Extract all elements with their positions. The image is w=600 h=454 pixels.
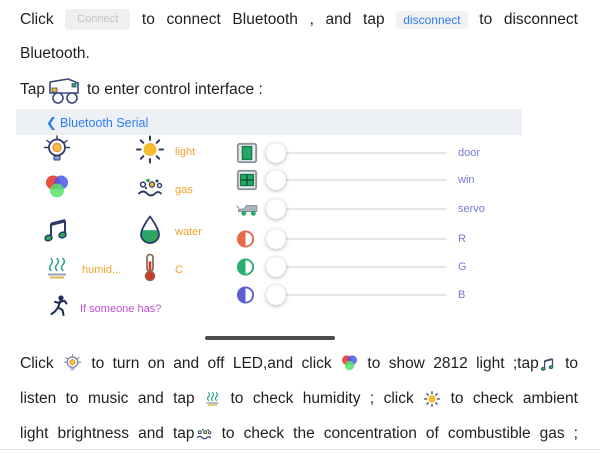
- outro-text: to: [565, 355, 579, 372]
- intro-text: to enter control interface :: [87, 81, 263, 99]
- intro-text: Click: [20, 11, 54, 28]
- servo-slider-row: servo: [236, 196, 522, 222]
- home-indicator[interactable]: [205, 336, 335, 340]
- outro-text: light brightness and tap: [20, 425, 195, 442]
- door-slider-label: door: [458, 147, 481, 159]
- app-header-bar: ❮ Bluetooth Serial: [16, 109, 522, 135]
- running-person-icon[interactable]: [47, 294, 73, 325]
- page-divider: [0, 449, 600, 450]
- outro-text: to show 2812 light ;tap: [367, 355, 539, 372]
- door-slider-knob[interactable]: [266, 143, 286, 163]
- app-screenshot: ❮ Bluetooth Serial: [16, 109, 522, 347]
- red-slider-label: R: [458, 233, 466, 245]
- servo-car-icon[interactable]: [236, 200, 262, 218]
- intro-text: to disconnect: [479, 11, 578, 28]
- door-icon[interactable]: [236, 142, 258, 164]
- celsius-label: C: [175, 264, 183, 276]
- window-icon[interactable]: [236, 169, 258, 191]
- intro-line-3: Tap to enter control interface :: [20, 74, 578, 106]
- green-slider-label: G: [458, 261, 467, 273]
- gas-label: gas: [175, 184, 193, 196]
- win-slider-row: win: [236, 167, 522, 193]
- green-slider-row: G: [236, 254, 522, 280]
- outro-text: Click: [20, 355, 54, 372]
- back-chevron-icon[interactable]: ❮: [46, 115, 57, 130]
- red-slider-track[interactable]: [276, 238, 447, 240]
- outro-text: to check the concentration of combustibl…: [221, 425, 578, 442]
- win-slider-label: win: [458, 174, 475, 186]
- red-channel-icon[interactable]: [236, 230, 255, 249]
- led-bulb-icon[interactable]: [41, 134, 73, 171]
- red-slider-knob[interactable]: [266, 229, 286, 249]
- connect-button[interactable]: Connect: [65, 9, 131, 31]
- servo-slider-track[interactable]: [276, 208, 447, 210]
- servo-slider-label: servo: [458, 203, 485, 215]
- servo-slider-knob[interactable]: [266, 199, 286, 219]
- light-label: light: [175, 146, 196, 158]
- sun-icon[interactable]: [134, 134, 166, 171]
- rgb-color-icon[interactable]: [43, 174, 71, 207]
- thermometer-icon[interactable]: [138, 253, 162, 288]
- gas-icon[interactable]: [135, 173, 165, 208]
- blue-channel-icon[interactable]: [236, 286, 255, 305]
- gas-icon: [196, 428, 211, 440]
- green-slider-knob[interactable]: [266, 257, 286, 277]
- water-drop-icon[interactable]: [134, 214, 166, 251]
- outro-text: listen to music and tap: [20, 390, 195, 407]
- red-slider-row: R: [236, 226, 522, 252]
- intro-text: Bluetooth.: [20, 45, 90, 62]
- humidity-icon[interactable]: [44, 255, 70, 286]
- win-slider-knob[interactable]: [266, 170, 286, 190]
- outro-text: to check ambient: [450, 390, 578, 407]
- green-slider-track[interactable]: [276, 266, 447, 268]
- app-title: Bluetooth Serial: [60, 116, 149, 130]
- outro-line-2: listen to music and tap to check humidit…: [20, 387, 578, 411]
- outro-text: to turn on and off LED,and click: [91, 355, 332, 372]
- water-label: water: [175, 226, 202, 238]
- intro-text: Tap: [20, 81, 45, 99]
- disconnect-button[interactable]: disconnect: [396, 10, 468, 29]
- humidity-icon: [206, 392, 219, 407]
- humidity-label: humid...: [82, 264, 122, 276]
- intro-line-1: Click Connect to connect Bluetooth , and…: [20, 8, 578, 32]
- door-slider-track[interactable]: [276, 152, 447, 154]
- outro-text: to check humidity ; click: [230, 390, 414, 407]
- sun-icon: [424, 390, 441, 407]
- win-slider-track[interactable]: [276, 179, 447, 181]
- music-note-icon[interactable]: [41, 214, 73, 251]
- car-icon: [49, 78, 79, 104]
- blue-slider-knob[interactable]: [266, 285, 286, 305]
- motion-label: If someone has?: [80, 303, 162, 315]
- intro-text: to connect Bluetooth , and tap: [141, 11, 385, 28]
- blue-slider-label: B: [458, 289, 466, 301]
- blue-slider-track[interactable]: [276, 294, 447, 296]
- rgb-color-icon: [342, 355, 357, 371]
- green-channel-icon[interactable]: [236, 258, 255, 277]
- led-bulb-icon: [63, 354, 82, 371]
- music-note-icon: [540, 358, 554, 371]
- intro-line-2: Bluetooth.: [20, 42, 578, 66]
- blue-slider-row: B: [236, 282, 522, 308]
- outro-line-1: Click to turn on and off LED,and click t…: [20, 352, 578, 376]
- door-slider-row: door: [236, 140, 522, 166]
- outro-line-3: light brightness and tap to check the co…: [20, 422, 578, 446]
